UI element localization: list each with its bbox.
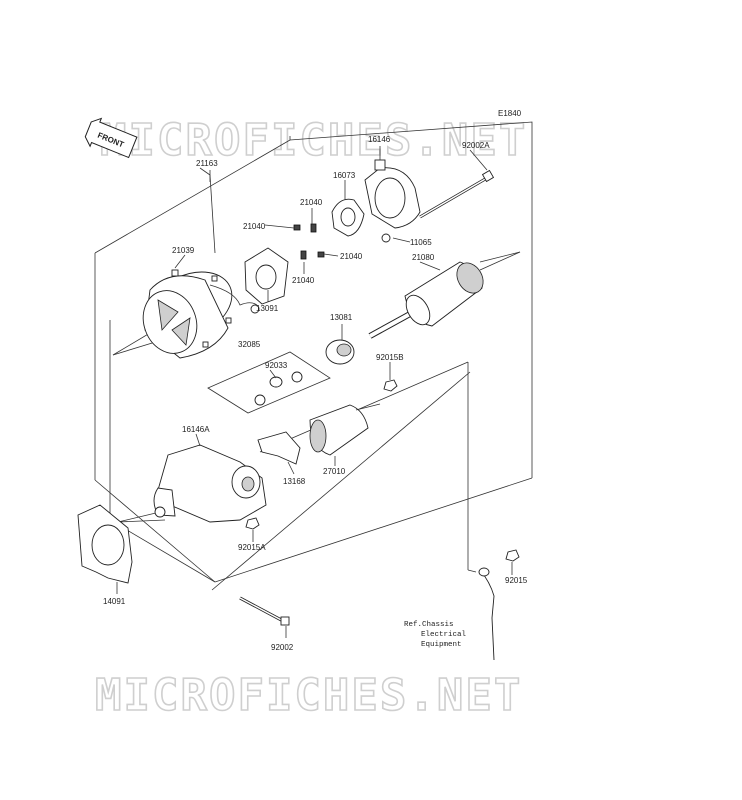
yoke-housing bbox=[142, 269, 260, 359]
nut-92015B bbox=[383, 379, 398, 392]
bolt-92002A bbox=[419, 169, 495, 219]
assembly-outline bbox=[94, 121, 533, 591]
label-92033: 92033 bbox=[265, 361, 288, 370]
reference-note: Ref.Chassis Electrical Equipment bbox=[404, 621, 467, 649]
armature-21080 bbox=[368, 261, 484, 339]
spring-21040-d bbox=[317, 251, 325, 258]
end-cover-16146 bbox=[364, 159, 421, 243]
label-13168: 13168 bbox=[283, 477, 306, 486]
label-16146A: 16146A bbox=[182, 425, 210, 434]
plate-16073 bbox=[331, 198, 365, 237]
cable-assembly bbox=[467, 549, 520, 661]
label-92015B: 92015B bbox=[376, 353, 404, 362]
label-92002: 92002 bbox=[271, 643, 294, 652]
reference-note-line-3: Equipment bbox=[421, 641, 462, 649]
label-21163: 21163 bbox=[196, 159, 218, 168]
nut-92015A bbox=[245, 517, 260, 530]
spring-21040-c bbox=[300, 250, 307, 260]
spring-21040-b bbox=[310, 223, 317, 233]
label-92015A: 92015A bbox=[238, 543, 266, 552]
label-21040-a: 21040 bbox=[243, 222, 266, 231]
label-21040-b: 21040 bbox=[300, 198, 323, 207]
gasket-14091 bbox=[77, 504, 133, 584]
spring-21040-a bbox=[293, 224, 301, 231]
leader-lines bbox=[116, 146, 513, 638]
label-92015: 92015 bbox=[505, 576, 528, 585]
reference-note-line-2: Electrical bbox=[421, 631, 467, 639]
label-13091: 13091 bbox=[256, 304, 279, 313]
label-32085: 32085 bbox=[238, 340, 261, 349]
solenoid-27010 bbox=[309, 403, 381, 456]
kit-box-32085 bbox=[207, 351, 331, 414]
label-92002A: 92002A bbox=[462, 141, 490, 150]
ring-92033 bbox=[254, 371, 303, 406]
gear-housing-16146A bbox=[153, 444, 267, 523]
watermark-top: MICROFICHES.NET bbox=[100, 115, 527, 166]
label-16146: 16146 bbox=[368, 135, 391, 144]
bolt-92002 bbox=[239, 596, 290, 626]
label-14091: 14091 bbox=[103, 597, 126, 606]
label-21040-d: 21040 bbox=[340, 252, 363, 261]
label-21080: 21080 bbox=[412, 253, 435, 262]
label-16073: 16073 bbox=[333, 171, 356, 180]
pinion-13081 bbox=[325, 339, 355, 365]
reference-note-line-1: Ref.Chassis bbox=[404, 621, 454, 629]
front-arrow-icon: FRONT bbox=[84, 117, 138, 159]
label-27010: 27010 bbox=[323, 467, 346, 476]
lever-13168 bbox=[257, 431, 301, 465]
label-11065: 11065 bbox=[410, 238, 432, 247]
label-13081: 13081 bbox=[330, 313, 353, 322]
label-21039: 21039 bbox=[172, 246, 195, 255]
brush-plate-13091 bbox=[244, 247, 289, 305]
label-21040-c: 21040 bbox=[292, 276, 315, 285]
diagram-code: E1840 bbox=[498, 109, 522, 118]
watermark-bottom: MICROFICHES.NET bbox=[95, 670, 522, 721]
